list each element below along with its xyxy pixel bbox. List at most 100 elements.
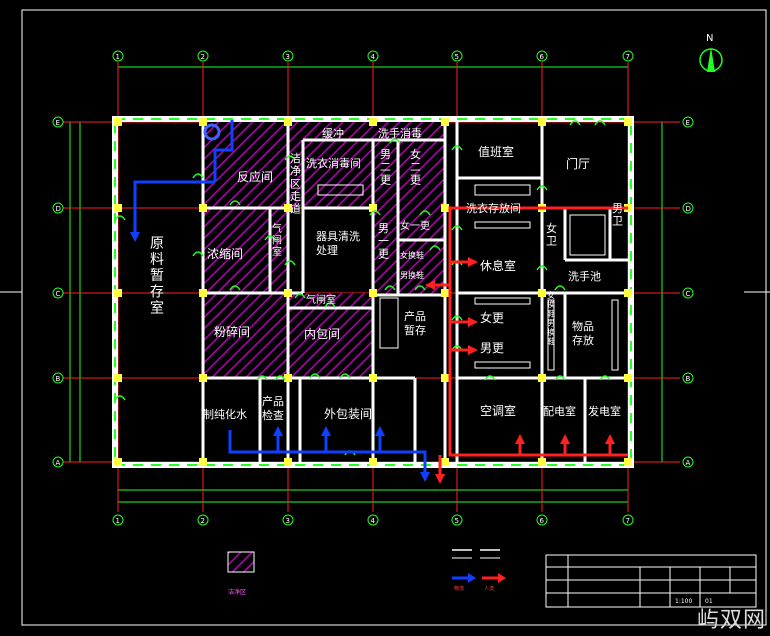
axis-column-label: 2 bbox=[201, 53, 205, 61]
column bbox=[199, 204, 207, 212]
material-flow bbox=[133, 120, 427, 475]
axis-bubble bbox=[451, 514, 463, 526]
axis-bubble bbox=[282, 50, 294, 62]
room-label-f-change: 女更 bbox=[480, 310, 504, 325]
axis-row-label: A bbox=[686, 459, 691, 467]
door bbox=[369, 210, 381, 216]
door bbox=[309, 373, 321, 379]
column bbox=[199, 458, 207, 466]
axis-bubble bbox=[112, 50, 124, 62]
room-label-m-wc: 男卫 bbox=[612, 202, 623, 228]
door bbox=[554, 285, 566, 291]
legend: 洁净区 物流 人流 bbox=[227, 549, 506, 596]
room-label-concentration: 浓缩间 bbox=[207, 246, 243, 261]
column bbox=[538, 458, 546, 466]
axis-bubble bbox=[682, 116, 694, 128]
column bbox=[441, 289, 449, 297]
axis-bubble bbox=[451, 50, 463, 62]
door bbox=[536, 185, 548, 191]
room-label-f-wc: 女卫 bbox=[546, 221, 557, 248]
door bbox=[284, 260, 296, 266]
door bbox=[274, 375, 286, 381]
room-label-raw-storage: 原料暂存室 bbox=[150, 236, 164, 316]
room-label-laundry: 洗衣存放间 bbox=[466, 201, 521, 215]
column bbox=[624, 458, 632, 466]
axis-bubble bbox=[536, 50, 548, 62]
axis-row-label: C bbox=[686, 290, 691, 298]
door bbox=[451, 225, 463, 231]
column bbox=[114, 118, 122, 126]
drawing-frame bbox=[21, 9, 767, 626]
material-flow-arrows bbox=[130, 232, 430, 482]
column bbox=[538, 289, 546, 297]
fixtures bbox=[203, 123, 619, 371]
axis-row-label: D bbox=[56, 205, 61, 213]
axis-bubble bbox=[367, 514, 379, 526]
room-label-inner-pack: 内包间 bbox=[304, 327, 340, 341]
room-label-m-shoes: 男换鞋 bbox=[400, 270, 424, 280]
column bbox=[114, 374, 122, 382]
door bbox=[192, 173, 204, 179]
room-label-power: 配电室 bbox=[543, 404, 576, 418]
room-label-utensil: 器具清洗处理 bbox=[316, 230, 360, 257]
room-label-outer-pack: 外包装间 bbox=[324, 407, 372, 421]
axis-row-label: D bbox=[686, 205, 691, 213]
column bbox=[369, 289, 377, 297]
column bbox=[284, 289, 292, 297]
axis-bubble bbox=[52, 116, 64, 128]
axis-row-label: B bbox=[686, 375, 691, 383]
axis-column-label: 4 bbox=[371, 53, 376, 61]
axis-bubble bbox=[197, 50, 209, 62]
axis-row-label: B bbox=[56, 375, 61, 383]
column bbox=[369, 118, 377, 126]
room-labels: 原料暂存室反应间浓缩间粉碎间洁净区走道气闸室缓冲洗衣消毒间洗手消毒男二更女二更器… bbox=[150, 126, 623, 422]
axis-bubble bbox=[52, 372, 64, 384]
column bbox=[369, 458, 377, 466]
column bbox=[369, 204, 377, 212]
axis-bubble bbox=[52, 202, 64, 214]
legend-hatch-label: 洁净区 bbox=[228, 588, 246, 596]
legend-red-arrow-label: 人流 bbox=[484, 585, 494, 592]
column bbox=[284, 118, 292, 126]
axis-column-label: 7 bbox=[626, 517, 630, 525]
column bbox=[284, 458, 292, 466]
room-label-female-1: 女一更 bbox=[400, 219, 430, 232]
door bbox=[339, 373, 351, 379]
room-label-wash-disinfect: 洗衣消毒间 bbox=[306, 156, 361, 170]
axis-row-label: E bbox=[56, 119, 60, 127]
room-label-generator: 发电室 bbox=[588, 404, 621, 418]
door bbox=[284, 155, 296, 161]
title-block-drawing-no: 01 bbox=[705, 598, 713, 605]
axis-bubble bbox=[622, 514, 634, 526]
column bbox=[538, 374, 546, 382]
title-block-scale: 1:100 bbox=[675, 598, 692, 605]
axis-column-label: 1 bbox=[116, 53, 120, 61]
room-label-crushing: 粉碎间 bbox=[214, 324, 250, 339]
room-label-hand-disinfect: 洗手消毒 bbox=[378, 126, 422, 140]
room-label-f-shoes: 女换鞋 bbox=[400, 250, 424, 260]
door bbox=[114, 215, 126, 221]
axis-column-label: 2 bbox=[201, 517, 205, 525]
axis-bubble bbox=[682, 202, 694, 214]
axis-column-label: 3 bbox=[286, 53, 290, 61]
personnel-flow bbox=[430, 206, 628, 478]
axis-row-label: C bbox=[56, 290, 61, 298]
axis-bubble bbox=[682, 372, 694, 384]
room-label-aircon: 空调室 bbox=[480, 403, 516, 418]
door bbox=[536, 265, 548, 271]
room-label-clean-corridor: 洁净区走道 bbox=[290, 152, 301, 216]
column bbox=[624, 118, 632, 126]
axis-row-label: E bbox=[686, 119, 690, 127]
column bbox=[441, 374, 449, 382]
door bbox=[451, 145, 463, 151]
column bbox=[538, 118, 546, 126]
room-label-pure-water: 制纯化水 bbox=[203, 407, 247, 421]
axis-row-label: A bbox=[56, 459, 61, 467]
column bbox=[441, 458, 449, 466]
door bbox=[451, 315, 463, 321]
door bbox=[599, 375, 611, 381]
door bbox=[414, 285, 426, 291]
door bbox=[264, 235, 276, 241]
room-label-hall: 门厅 bbox=[566, 156, 590, 171]
axis-bubble bbox=[282, 514, 294, 526]
